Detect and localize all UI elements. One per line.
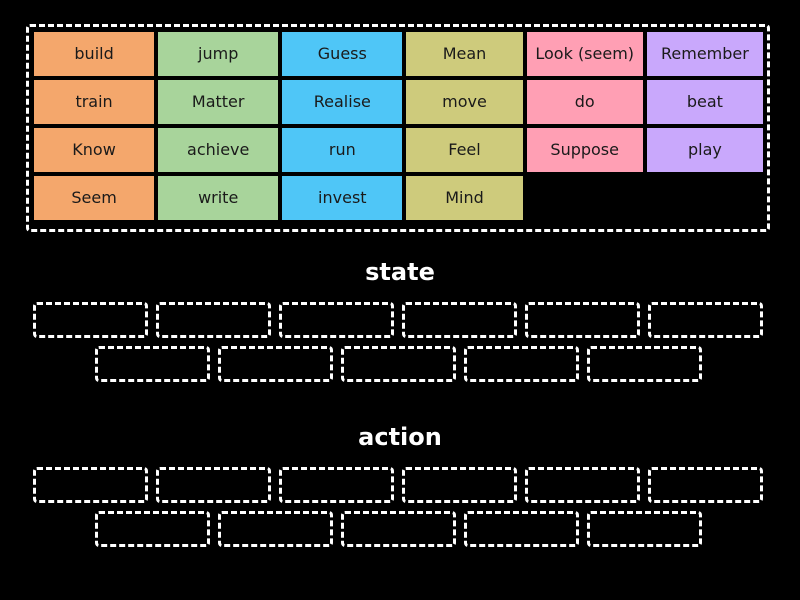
word-tile[interactable]: achieve [158, 128, 279, 172]
drop-slot[interactable] [402, 302, 517, 338]
drop-slot[interactable] [648, 302, 763, 338]
word-tile[interactable]: invest [282, 176, 403, 220]
word-tile[interactable]: play [646, 128, 764, 172]
word-tile[interactable]: build [34, 32, 155, 76]
category-action-slots [0, 467, 800, 547]
drop-slot[interactable] [648, 467, 763, 503]
drop-slot-row [0, 511, 800, 547]
drop-slot-row [0, 302, 800, 338]
word-tile[interactable]: Know [34, 128, 155, 172]
word-tile[interactable]: Mean [406, 32, 523, 76]
category-state: state [0, 258, 800, 390]
drop-slot[interactable] [95, 511, 210, 547]
drop-slot[interactable] [402, 467, 517, 503]
drop-slot[interactable] [341, 511, 456, 547]
word-tile[interactable]: write [158, 176, 279, 220]
drop-slot[interactable] [525, 302, 640, 338]
drop-slot[interactable] [33, 467, 148, 503]
drop-slot-row [0, 467, 800, 503]
drop-slot[interactable] [95, 346, 210, 382]
word-tile[interactable]: Suppose [526, 128, 643, 172]
word-tile[interactable]: Matter [158, 80, 279, 124]
category-action: action [0, 423, 800, 555]
category-action-title: action [358, 423, 442, 451]
drop-slot[interactable] [156, 302, 271, 338]
drop-slot[interactable] [279, 467, 394, 503]
drop-slot[interactable] [464, 346, 579, 382]
word-tile[interactable]: beat [646, 80, 764, 124]
word-tile[interactable]: run [282, 128, 403, 172]
drop-slot[interactable] [464, 511, 579, 547]
drop-slot[interactable] [279, 302, 394, 338]
drop-slot[interactable] [587, 511, 702, 547]
drop-slot[interactable] [33, 302, 148, 338]
drop-slot[interactable] [587, 346, 702, 382]
word-tile[interactable]: train [34, 80, 155, 124]
category-state-title: state [365, 258, 435, 286]
category-state-slots [0, 302, 800, 382]
word-tile[interactable]: Guess [282, 32, 403, 76]
word-tile[interactable]: Feel [406, 128, 523, 172]
word-tile[interactable]: move [406, 80, 523, 124]
drop-slot[interactable] [341, 346, 456, 382]
word-tile[interactable]: Mind [406, 176, 523, 220]
drop-slot[interactable] [218, 511, 333, 547]
word-tile[interactable]: do [526, 80, 643, 124]
word-tile[interactable]: Look (seem) [526, 32, 643, 76]
drop-slot[interactable] [525, 467, 640, 503]
drop-slot-row [0, 346, 800, 382]
drop-slot[interactable] [218, 346, 333, 382]
word-tile[interactable]: Realise [282, 80, 403, 124]
word-tile[interactable]: jump [158, 32, 279, 76]
drop-slot[interactable] [156, 467, 271, 503]
word-tile[interactable]: Remember [646, 32, 764, 76]
word-tile[interactable]: Seem [34, 176, 155, 220]
